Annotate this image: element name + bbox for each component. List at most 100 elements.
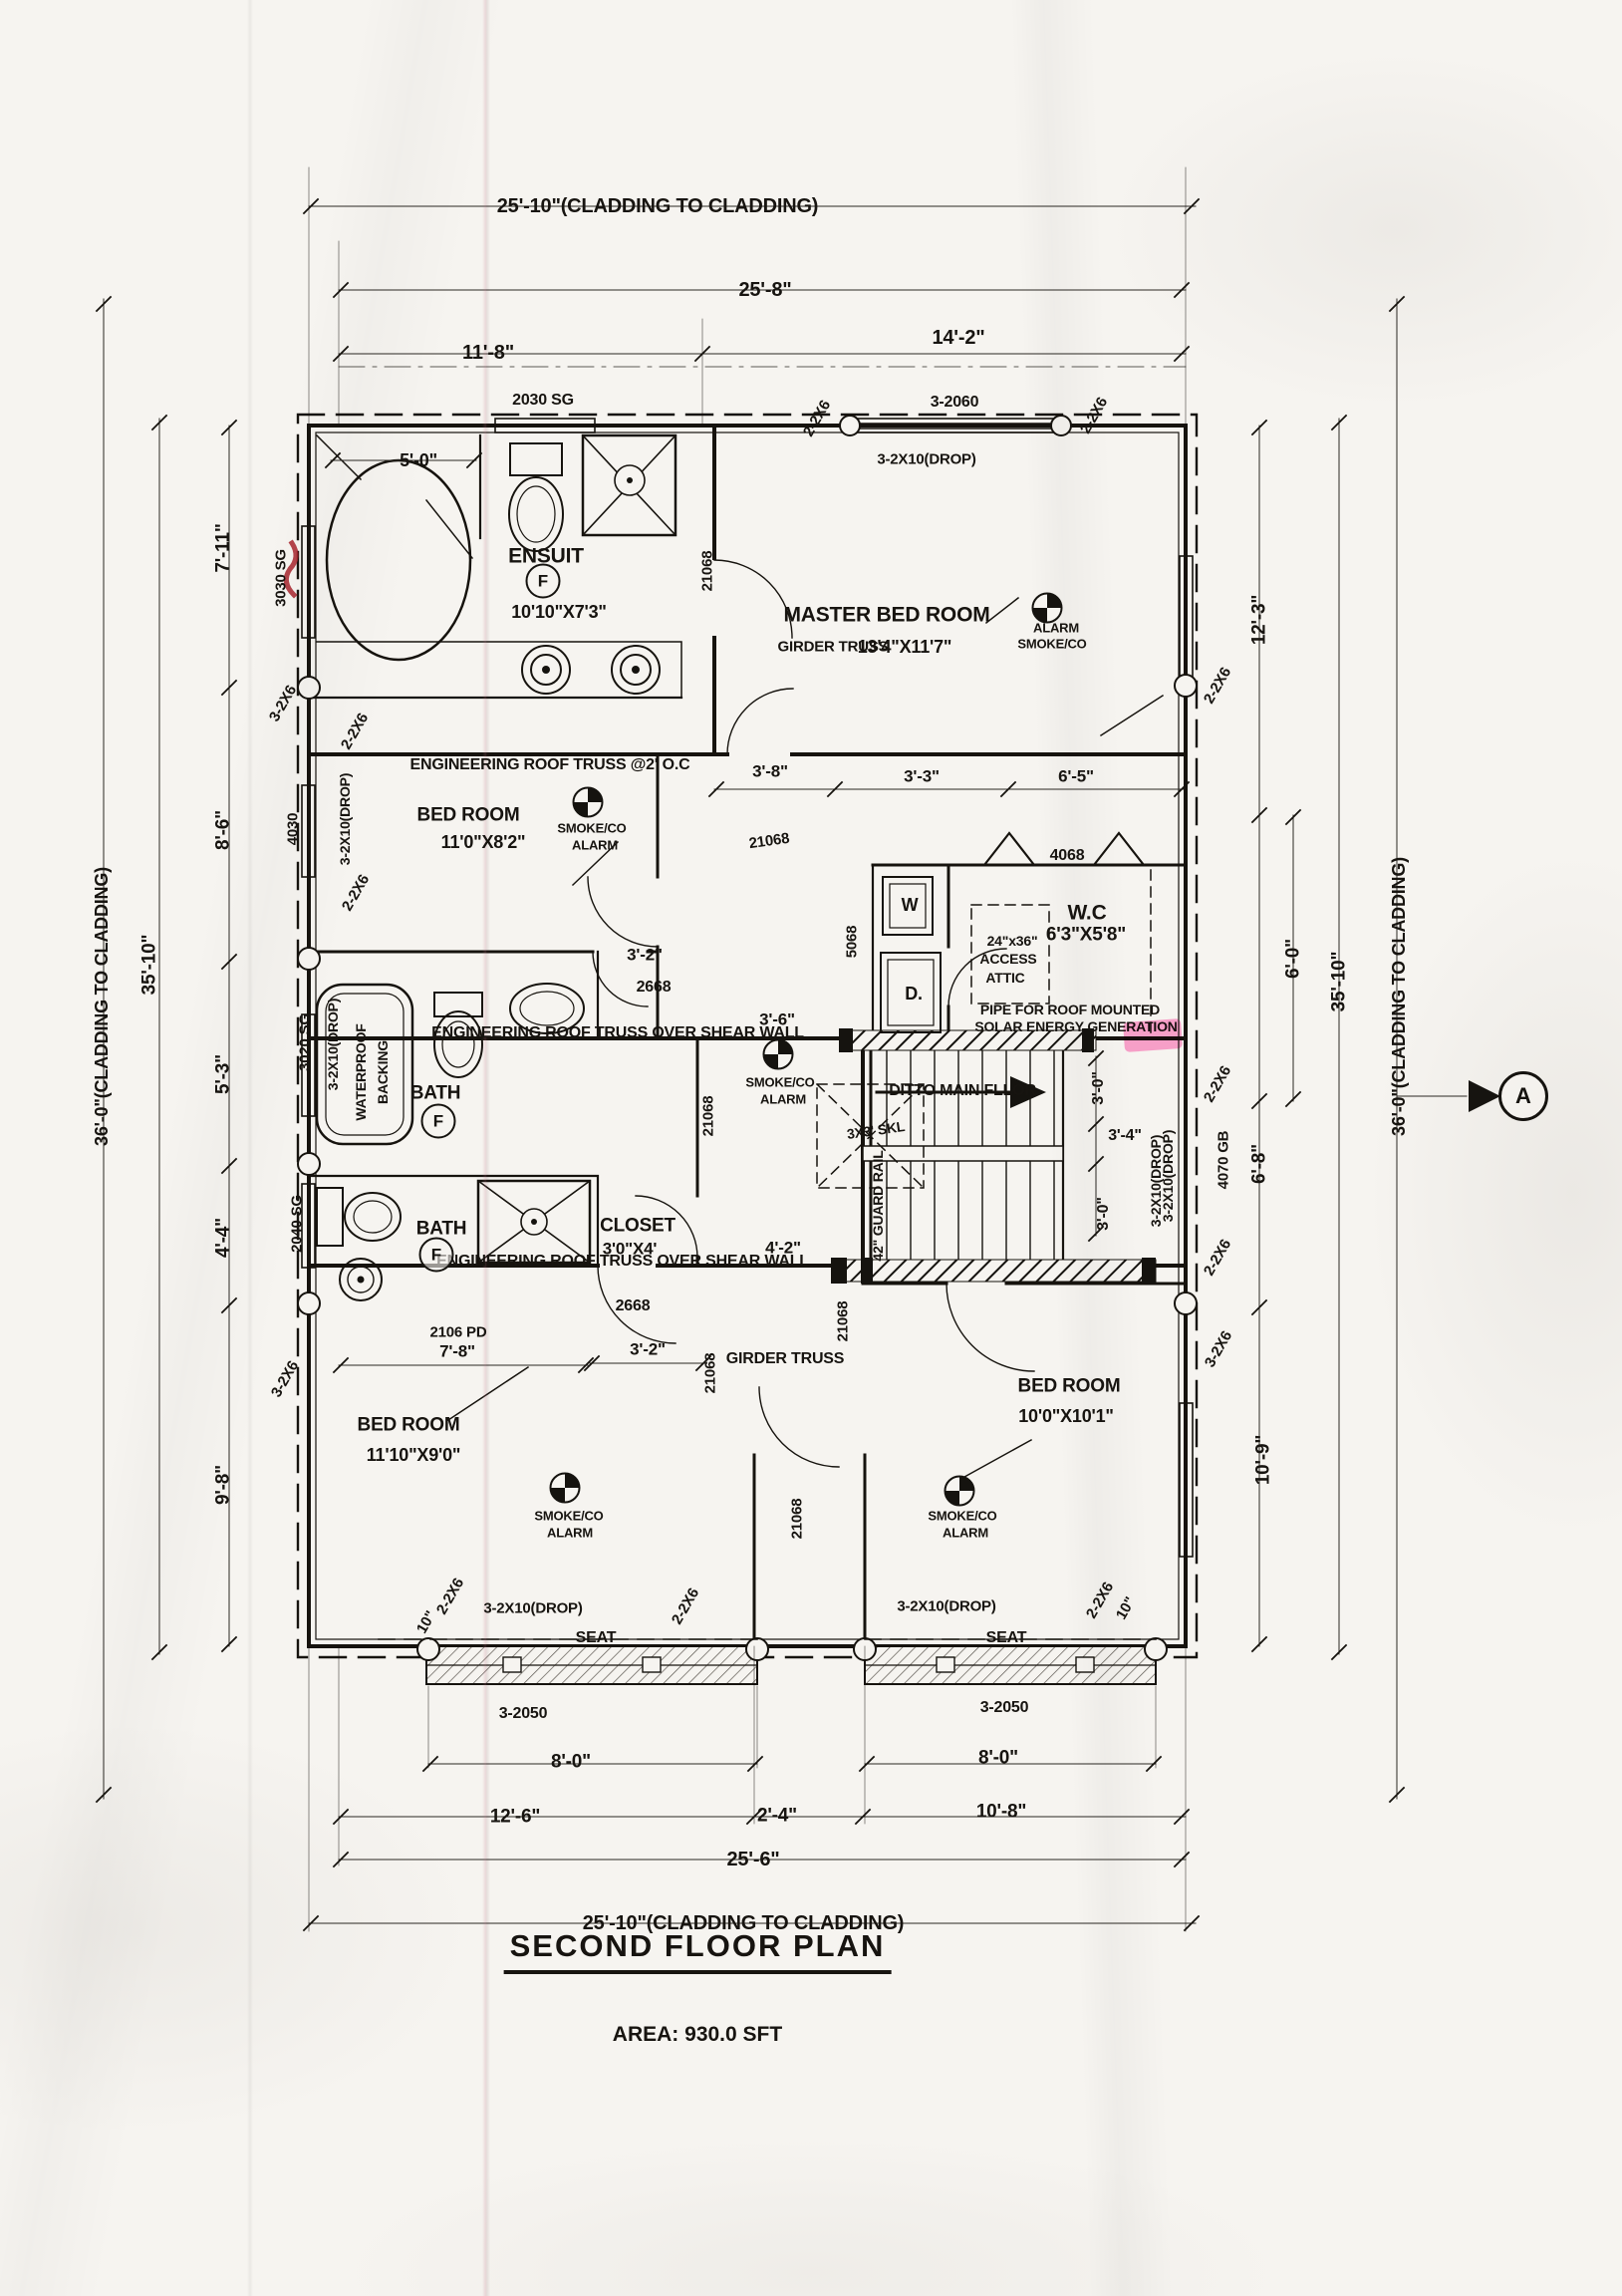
window-label: 2030 SG — [512, 392, 574, 409]
room-dim: 10'0"X10'1" — [1018, 1406, 1114, 1426]
room-name: ENSUIT — [508, 544, 584, 568]
structure-label: 3-2X10(DROP) — [325, 998, 341, 1091]
annotation: ALARM — [572, 837, 618, 853]
exhaust-fan-icon: F — [525, 563, 561, 599]
dim-label: 4'-2" — [765, 1238, 801, 1258]
annotation: SMOKE/CO — [745, 1074, 815, 1090]
dim-label: 7'-8" — [439, 1341, 475, 1361]
annotation: BACKING — [375, 1040, 391, 1104]
annotation: PIPE FOR ROOF MOUNTED — [979, 1002, 1161, 1017]
room-dim: 11'10"X9'0" — [366, 1445, 461, 1465]
annotation: ALARM — [943, 1525, 988, 1541]
structure-label: 3-2X10(DROP) — [337, 772, 353, 866]
structure-label: 2-2X6 — [1200, 664, 1235, 708]
annotation: WATERPROOF — [353, 1023, 369, 1121]
window-label: 21068 — [834, 1300, 852, 1342]
room-name: BED ROOM — [357, 1414, 460, 1436]
structure-label: 3-2X6 — [265, 682, 301, 725]
structure-label: 3-2X6 — [1201, 1327, 1236, 1371]
dim-label: 5'-0" — [400, 450, 437, 470]
structure-label: 2-2X6 — [668, 1584, 703, 1628]
dim-label: 3'-0" — [1090, 1071, 1107, 1105]
dim-label: 6'-0" — [1282, 939, 1304, 979]
annotation: DITTO MAIN FLLOR — [889, 1082, 1036, 1099]
dim-label: 3'-2" — [630, 1339, 666, 1359]
room-dim: 3'0"X4' — [602, 1239, 658, 1259]
annotation: SEAT — [985, 1629, 1027, 1646]
room-name: BATH — [409, 1082, 461, 1104]
fixture-label: D. — [905, 984, 923, 1004]
annotation: ENGINEERING ROOF TRUSS OVER SHEAR WALL — [436, 1253, 809, 1270]
section-marker-a: A — [1498, 1071, 1548, 1121]
smoke-co-alarm-icon — [762, 1038, 794, 1070]
highlighter-mark — [1123, 1018, 1183, 1052]
structure-label: 2-2X6 — [1082, 1578, 1118, 1622]
structure-label: GIRDER TRUSS — [777, 638, 889, 656]
window-label: 2106 PD — [429, 1323, 487, 1341]
dim-label: 10'-8" — [975, 1801, 1027, 1823]
annotation: ALARM — [547, 1525, 593, 1541]
room-name: W.C — [1067, 901, 1107, 925]
smoke-co-alarm-icon — [1031, 592, 1063, 624]
annotation: 24"x36" — [986, 933, 1038, 949]
structure-label: 3-2X10(DROP) — [1148, 1134, 1164, 1228]
annotation: SMOKE/CO — [534, 1508, 604, 1524]
dim-label: 25'-6" — [726, 1849, 780, 1870]
annotation: ALARM — [760, 1091, 806, 1107]
room-dim: 6'3"X5'8" — [1045, 924, 1127, 946]
structure-label: 2-2X6 — [799, 397, 835, 440]
dim-label: 5'-3" — [212, 1054, 234, 1094]
structure-label: 3-2X10(DROP) — [897, 1597, 996, 1615]
annotation: 3X3' SKL — [845, 1118, 907, 1142]
structure-label: 2-2X6 — [1200, 1236, 1235, 1280]
dim-label: 3'-8" — [752, 761, 788, 781]
window-label: 2040 SG — [288, 1195, 306, 1253]
structure-label: GIRDER TRUSS — [725, 1350, 845, 1367]
smoke-co-alarm-icon — [944, 1475, 975, 1507]
dim-label: 6'-5" — [1058, 766, 1094, 786]
window-label: 21068 — [788, 1498, 806, 1540]
dim-label: 3'-4" — [1108, 1127, 1142, 1144]
structure-label: 3-2X10(DROP) — [877, 450, 976, 468]
dim-label: 35'-10" — [1328, 951, 1350, 1012]
smoke-co-alarm-icon — [572, 786, 604, 818]
dim-label: 25'-8" — [738, 279, 792, 301]
dim-label: 4'-4" — [212, 1218, 234, 1258]
dim-label: 8'-0" — [978, 1747, 1018, 1769]
smoke-co-alarm-icon — [549, 1472, 581, 1504]
room-dim: 13'4"X11'7" — [857, 637, 952, 657]
dim-label: 2'-4" — [757, 1805, 797, 1827]
window-label: 21068 — [698, 550, 716, 592]
dim-label: 3'-3" — [904, 766, 940, 786]
structure-label: 2-2X6 — [1076, 394, 1112, 437]
dim-label: 36'-0"(CLADDING TO CLADDING) — [92, 867, 112, 1146]
dim-label: 11'-8" — [462, 342, 514, 364]
dim-label: 25'-10"(CLADDING TO CLADDING) — [496, 195, 819, 217]
window-label: 2668 — [636, 979, 672, 996]
dim-label: 10" — [1112, 1593, 1140, 1623]
dim-label: 12'-6" — [489, 1806, 541, 1828]
dim-label: 3'-2" — [627, 945, 663, 965]
annotation: ALARM — [1033, 620, 1079, 636]
room-name: CLOSET — [600, 1215, 676, 1237]
annotation: SMOKE/CO — [557, 820, 627, 836]
exhaust-fan-icon: F — [420, 1103, 456, 1139]
room-dim: 10'10"X7'3" — [511, 602, 607, 622]
window-label: 4068 — [1049, 847, 1085, 864]
dim-label: 25'-10"(CLADDING TO CLADDING) — [582, 1912, 905, 1934]
window-label: 3-2050 — [498, 1705, 548, 1722]
dim-label: 6'-8" — [1248, 1144, 1270, 1184]
area-note: AREA: 930.0 SFT — [612, 2023, 783, 2046]
window-label: 21068 — [747, 829, 791, 853]
dim-label: 9'-8" — [212, 1465, 234, 1505]
annotation: SMOKE/CO — [928, 1508, 997, 1524]
plan-title: SECOND FLOOR PLAN — [503, 1928, 892, 1974]
dim-label: 36'-0"(CLADDING TO CLADDING) — [1389, 857, 1409, 1136]
structure-label: 2-2X6 — [1200, 1062, 1235, 1106]
structure-label: 4070 GB — [1215, 1130, 1232, 1190]
structure-label: 2-2X6 — [338, 871, 374, 915]
dim-label: 3'-6" — [759, 1009, 795, 1029]
room-name: BATH — [415, 1218, 467, 1240]
